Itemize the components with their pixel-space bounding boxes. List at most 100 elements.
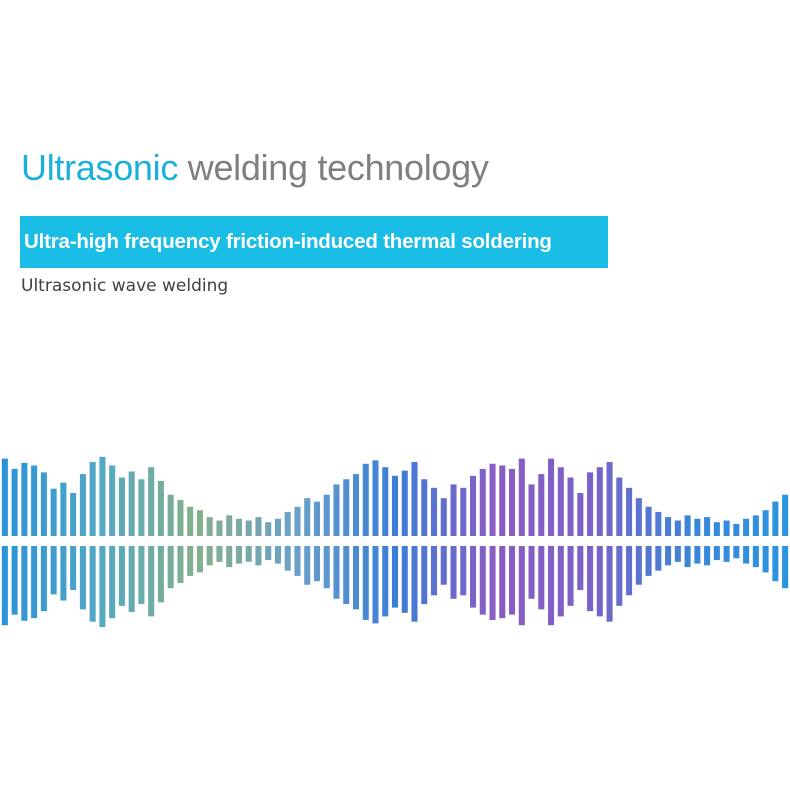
wave-bar-lower: [479, 546, 486, 615]
wave-bar-upper: [323, 494, 330, 536]
wave-bar-lower: [323, 546, 330, 589]
wave-bar-lower: [577, 546, 584, 590]
wave-bar-upper: [372, 460, 379, 536]
wave-bar-upper: [548, 458, 555, 536]
wave-bar-upper: [118, 477, 125, 536]
wave-bar-lower: [255, 546, 262, 566]
wave-bar-upper: [255, 517, 262, 536]
wave-bar-lower: [216, 546, 223, 562]
wave-bar-lower: [284, 546, 291, 571]
wave-bar-upper: [167, 494, 174, 536]
wave-bar-lower: [587, 546, 594, 612]
wave-bar-upper: [294, 506, 301, 536]
wave-bar-lower: [118, 546, 125, 606]
wave-bar-lower: [499, 546, 506, 619]
wave-bar-lower: [226, 546, 233, 568]
wave-bar-upper: [567, 477, 574, 536]
wave-bar-lower: [245, 546, 252, 562]
wave-bar-upper: [479, 468, 486, 536]
wave-bar-upper: [430, 487, 438, 536]
wave-bar-lower: [509, 546, 516, 615]
wave-bar-lower: [343, 546, 350, 605]
wave-bar-upper: [187, 506, 194, 536]
wave-bar-upper: [460, 487, 467, 536]
wave-bar-upper: [265, 522, 272, 536]
wave-bar-upper: [148, 467, 155, 536]
wave-bar-lower: [762, 546, 769, 573]
wave-bar-lower: [11, 546, 18, 615]
wave-bar-upper: [752, 515, 759, 536]
wave-bar-lower: [167, 546, 174, 589]
wave-bar-upper: [606, 462, 613, 536]
wave-bar-lower: [772, 546, 779, 582]
wave-bar-upper: [1, 458, 8, 536]
wave-bar-upper: [304, 498, 311, 536]
wave-bar-lower: [635, 546, 642, 585]
wave-bar-lower: [21, 546, 28, 621]
wave-bar-upper: [138, 479, 145, 536]
wave-bar-upper: [596, 467, 603, 536]
wave-bar-lower: [567, 546, 574, 606]
wave-bar-upper: [684, 515, 691, 536]
wave-bar-lower: [352, 546, 360, 610]
wave-bar-lower: [372, 546, 379, 624]
wave-bar-lower: [304, 546, 311, 585]
wave-bar-upper: [177, 499, 184, 536]
wave-bar-lower: [518, 546, 525, 626]
wave-bar-upper: [635, 498, 642, 536]
headline-rest: welding technology: [178, 147, 489, 188]
wave-bar-lower: [235, 546, 242, 564]
headline-accent: Ultrasonic: [21, 147, 179, 188]
wave-bar-lower: [294, 546, 301, 576]
wave-bar-lower: [157, 546, 164, 603]
wave-bar-lower: [187, 546, 194, 576]
wave-bar-upper: [343, 479, 350, 536]
wave-bar-upper: [50, 488, 57, 536]
wave-bar-lower: [548, 546, 555, 626]
wave-bar-upper: [743, 518, 750, 536]
wave-bar-lower: [430, 546, 438, 596]
wave-bar-lower: [440, 546, 447, 585]
wave-bar-lower: [528, 546, 535, 599]
wave-bar-upper: [109, 465, 116, 536]
wave-bar-lower: [411, 546, 418, 622]
wave-bar-upper: [733, 523, 740, 536]
wave-bar-lower: [606, 546, 613, 622]
wave-bar-lower: [733, 546, 740, 559]
wave-bar-upper: [411, 462, 418, 536]
wave-bar-upper: [21, 462, 28, 536]
wave-bar-upper: [362, 463, 369, 536]
wave-bar-lower: [206, 546, 213, 566]
wave-bar-upper: [489, 463, 496, 536]
wave-bar-lower: [655, 546, 662, 571]
wave-bar-lower: [596, 546, 603, 617]
wave-bar-upper: [587, 472, 594, 536]
wave-bar-upper: [40, 472, 47, 536]
wave-bar-lower: [782, 546, 789, 589]
wave-bar-upper: [226, 515, 233, 536]
wave-bar-lower: [684, 546, 691, 568]
wave-bar-upper: [674, 520, 681, 536]
wave-bar-upper: [694, 518, 701, 536]
wave-bar-lower: [645, 546, 652, 576]
wave-bar-upper: [274, 518, 281, 536]
wave-bar-upper: [645, 506, 652, 536]
wave-bar-lower: [704, 546, 711, 566]
wave-bar-lower: [313, 546, 320, 582]
wave-bar-upper: [509, 468, 516, 536]
wave-bar-lower: [274, 546, 281, 564]
wave-bar-lower: [99, 546, 106, 627]
wave-bar-upper: [60, 482, 67, 536]
wave-bar-lower: [616, 546, 623, 606]
wave-bar-lower: [333, 546, 340, 599]
wave-bar-lower: [401, 546, 408, 613]
wave-bar-upper: [99, 456, 106, 536]
wave-bar-upper: [518, 458, 525, 536]
wave-bar-lower: [79, 546, 86, 610]
wave-bar-lower: [752, 546, 759, 568]
wave-bar-upper: [655, 511, 662, 536]
wave-bar-upper: [723, 520, 730, 536]
wave-bar-upper: [616, 477, 623, 536]
wave-bar-lower: [743, 546, 750, 564]
wave-bar-lower: [109, 546, 116, 619]
